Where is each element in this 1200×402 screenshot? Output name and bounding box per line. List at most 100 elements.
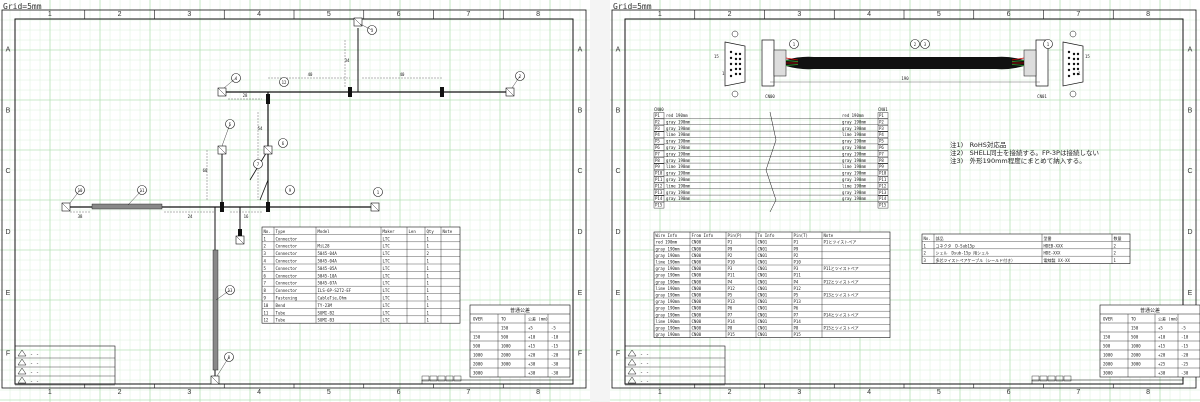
title-cell bbox=[445, 375, 454, 382]
leader-line bbox=[216, 356, 230, 377]
callout-balloon: 2 bbox=[910, 39, 920, 49]
col-label-bottom: 4 bbox=[867, 389, 871, 396]
col-label-bottom: 1 bbox=[658, 389, 662, 396]
bom-table-cell: 2 bbox=[427, 251, 430, 256]
bom-table-header: Note bbox=[443, 229, 453, 234]
wiring-pin: P10 bbox=[655, 171, 663, 176]
row-label-right: A bbox=[1188, 46, 1193, 53]
title-cell bbox=[1031, 375, 1040, 382]
row-label-left: E bbox=[6, 290, 11, 297]
wiring-color-left: gray 190mm bbox=[666, 151, 691, 156]
callout-circle bbox=[910, 39, 920, 49]
row-label-left: B bbox=[6, 107, 11, 114]
bom-table-cell: LTC bbox=[383, 281, 391, 286]
pin-dot bbox=[1067, 68, 1071, 72]
wiring-pin: P15 bbox=[655, 203, 663, 208]
bom-table-cell: SUMI-B3 bbox=[318, 318, 335, 323]
tolerance-cell: +10 bbox=[528, 335, 536, 340]
title-cell bbox=[1063, 375, 1072, 382]
wiring-cn00-label: CN00 bbox=[654, 107, 664, 112]
wiring-pin-box bbox=[877, 125, 889, 132]
wiring-pin: P3 bbox=[655, 126, 660, 131]
grid-label: Grid=5mm bbox=[613, 2, 652, 11]
pin-table-cell: CN00 bbox=[692, 319, 702, 324]
row-label-left: C bbox=[5, 168, 10, 175]
bom-table-cell: 7 bbox=[264, 281, 267, 286]
tolerance-cell: 500 bbox=[1103, 344, 1111, 349]
wire-strand bbox=[1011, 60, 1025, 62]
pin-table-cell: P10 bbox=[728, 260, 736, 265]
callout-number: 3 bbox=[924, 42, 927, 47]
tolerance-cell: +20 bbox=[1158, 353, 1166, 358]
bom-table-header: Qty bbox=[427, 229, 435, 234]
bom-table-cell: 11 bbox=[264, 310, 269, 315]
parts-table-header: No. bbox=[924, 236, 931, 241]
parts-table-cell: コネクタ D-Sub15p bbox=[936, 242, 976, 248]
wiring-color-left: gray 190mm bbox=[666, 171, 691, 176]
pin-table-cell: lime 190mm bbox=[656, 260, 681, 265]
tolerance-cell: +25 bbox=[1158, 362, 1166, 367]
connector-icon-mark bbox=[217, 145, 227, 155]
bom-table-cell: 5045-10A bbox=[318, 273, 338, 278]
bom-table-cell: 1 bbox=[427, 266, 430, 271]
dimension-text: 190 bbox=[901, 76, 909, 81]
wiring-pin: P15 bbox=[879, 203, 887, 208]
wiring-pin-box bbox=[877, 112, 889, 119]
bom-table-cell: LTC bbox=[383, 251, 391, 256]
pin-table-cell: P7 bbox=[728, 312, 733, 317]
tolerance-header: TO bbox=[501, 317, 506, 322]
wiring-pin: P13 bbox=[655, 190, 663, 195]
pin-table-cell: CN00 bbox=[692, 332, 702, 337]
callout-number: 11 bbox=[140, 188, 145, 193]
parts-table-cell: 電線製 XX-XX bbox=[1044, 257, 1071, 263]
bom-table-cell: 2 bbox=[264, 244, 267, 249]
bom-table-cell: TY-23M bbox=[318, 303, 333, 308]
bom-table-cell: LTC bbox=[383, 236, 391, 241]
pin-table-cell: CN00 bbox=[692, 326, 702, 331]
wiring-pin-box bbox=[653, 157, 665, 164]
wiring-pin: P7 bbox=[655, 151, 660, 156]
pin-table-cell: P1 bbox=[794, 240, 799, 245]
pin-table-cell: P11 bbox=[794, 273, 802, 278]
wire-strand bbox=[785, 64, 799, 66]
cable-tie bbox=[238, 229, 242, 239]
pin-dot bbox=[734, 52, 738, 56]
pin-table-cell: P14 bbox=[794, 319, 802, 324]
wiring-pin-box bbox=[653, 163, 665, 170]
bom-table-cell: 1 bbox=[427, 310, 430, 315]
pin-table-cell: CN01 bbox=[758, 286, 768, 291]
bom-table-cell: LTC bbox=[383, 288, 391, 293]
wiring-color-left: gray 190mm bbox=[666, 177, 691, 182]
col-label-top: 8 bbox=[1146, 11, 1150, 18]
row-label-left: F bbox=[6, 351, 10, 358]
pin-dot bbox=[1072, 62, 1076, 66]
connector-label-cn01: CN01 bbox=[1037, 94, 1047, 99]
pin-dot bbox=[1076, 72, 1080, 76]
callout-balloon: 1 bbox=[1043, 39, 1053, 49]
col-label-top: 5 bbox=[937, 11, 941, 18]
callout-number: 2 bbox=[519, 74, 522, 79]
revision-mark: - - bbox=[640, 352, 649, 358]
row-label-right: D bbox=[1187, 229, 1192, 236]
revision-block: - -- -- -- - bbox=[14, 345, 116, 386]
col-label-top: 1 bbox=[48, 11, 52, 18]
tolerance-cell: +15 bbox=[1158, 344, 1166, 349]
title-cell bbox=[453, 375, 462, 382]
wiring-color-left: gray 190mm bbox=[666, 119, 691, 124]
tube-segment bbox=[91, 203, 163, 210]
callout-circle bbox=[1043, 39, 1053, 49]
tolerance-cell: 3000 bbox=[473, 371, 483, 376]
tolerance-cell: -10 bbox=[1181, 335, 1189, 340]
callout-circle bbox=[920, 39, 930, 49]
wire-strand bbox=[1011, 64, 1025, 66]
revision-mark: - - bbox=[30, 379, 39, 385]
parts-table-cell: 2 bbox=[924, 251, 927, 256]
wiring-color-right: gray 190mm bbox=[842, 119, 867, 124]
parts-table-cell: HDEB-XXX bbox=[1044, 243, 1064, 248]
pin-table-header: From Info bbox=[692, 233, 714, 238]
bom-table-cell: Connector bbox=[276, 273, 298, 278]
row-label-left: A bbox=[6, 46, 11, 53]
wiring-pin-box bbox=[653, 150, 665, 158]
